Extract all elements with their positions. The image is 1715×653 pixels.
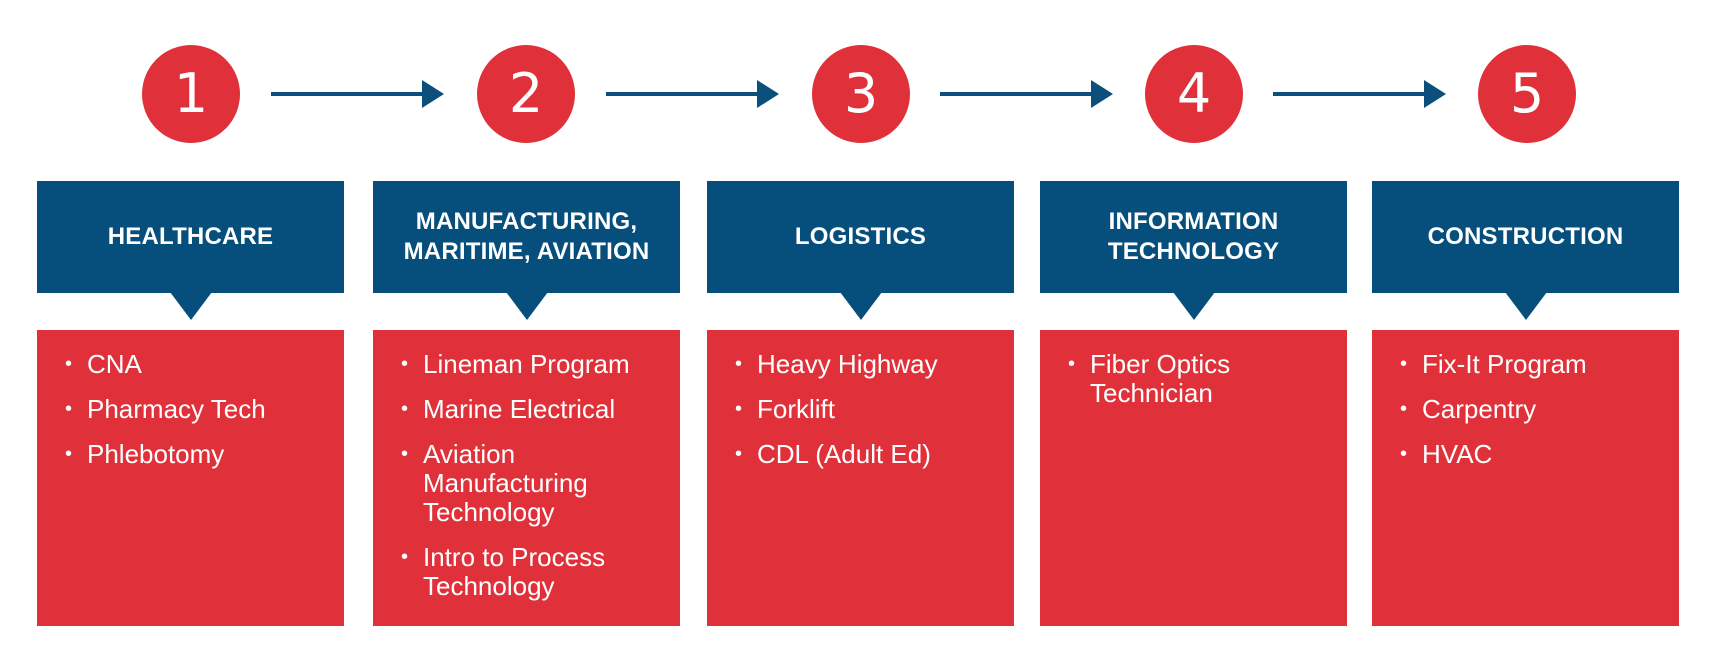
program-name: Phlebotomy	[87, 439, 225, 469]
program-name: Fix-It Program	[1422, 349, 1587, 379]
bullet-icon: •	[401, 398, 409, 420]
list-item: • CDL (Adult Ed)	[735, 440, 996, 469]
step-3-number: 3	[812, 45, 910, 143]
arrow-2-to-3	[606, 80, 779, 108]
bullet-icon: •	[1400, 398, 1408, 420]
step-1-title: HEALTHCARE	[37, 181, 344, 320]
list-item: • HVAC	[1400, 440, 1661, 469]
pointer-icon	[1172, 292, 1215, 320]
step-4-title-text: INFORMATION TECHNOLOGY	[1107, 208, 1280, 265]
bullet-icon: •	[65, 353, 73, 375]
step-2-number: 2	[477, 45, 575, 143]
arrow-1-to-2	[271, 80, 444, 108]
step-5-programs: • Fix-It Program • Carpentry • HVAC	[1372, 330, 1679, 626]
step-3-title-text: LOGISTICS	[794, 223, 927, 250]
program-name: Lineman Program	[423, 349, 630, 379]
list-item: • Aviation Manufacturing Technology	[401, 440, 662, 527]
bullet-icon: •	[65, 398, 73, 420]
step-2-title-text: MANUFACTURING, MARITIME, AVIATION	[403, 208, 650, 265]
step-5-title: CONSTRUCTION	[1372, 181, 1679, 320]
arrowhead-icon	[1091, 80, 1113, 108]
list-item: • Intro to Process Technology	[401, 543, 662, 601]
program-name: Aviation Manufacturing Technology	[423, 439, 588, 527]
step-4-number: 4	[1145, 45, 1243, 143]
list-item: • Marine Electrical	[401, 395, 662, 424]
program-name: Intro to Process Technology	[423, 542, 606, 601]
arrow-3-to-4	[940, 80, 1113, 108]
step-5-number: 5	[1478, 45, 1576, 143]
pointer-icon	[169, 292, 212, 320]
step-4-title: INFORMATION TECHNOLOGY	[1040, 181, 1347, 320]
program-name: Fiber Optics Technician	[1090, 349, 1231, 408]
program-list: • Lineman Program • Marine Electrical • Avi…	[401, 350, 662, 601]
list-item: • Lineman Program	[401, 350, 662, 379]
arrowhead-icon	[1424, 80, 1446, 108]
list-item: • Fiber Optics Technician	[1068, 350, 1329, 408]
bullet-icon: •	[65, 443, 73, 465]
bullet-icon: •	[735, 353, 743, 375]
list-item: • Phlebotomy	[65, 440, 326, 469]
list-item: • CNA	[65, 350, 326, 379]
step-1-programs: • CNA • Pharmacy Tech • Phlebotomy	[37, 330, 344, 626]
pointer-icon	[505, 292, 548, 320]
step-2-title: MANUFACTURING, MARITIME, AVIATION	[373, 181, 680, 320]
bullet-icon: •	[401, 546, 409, 568]
pointer-icon	[839, 292, 882, 320]
program-list: • Heavy Highway • Forklift • CDL (Adult Ed)	[735, 350, 996, 469]
program-name: CDL (Adult Ed)	[757, 439, 931, 469]
bullet-icon: •	[735, 398, 743, 420]
step-2-programs: • Lineman Program • Marine Electrical • Avi…	[373, 330, 680, 626]
program-list: • Fiber Optics Technician	[1068, 350, 1329, 408]
step-1-title-text: HEALTHCARE	[107, 223, 274, 250]
bullet-icon: •	[1400, 443, 1408, 465]
bullet-icon: •	[401, 353, 409, 375]
program-name: Pharmacy Tech	[87, 394, 266, 424]
list-item: • Fix-It Program	[1400, 350, 1661, 379]
step-3-programs: • Heavy Highway • Forklift • CDL (Adult Ed)	[707, 330, 1014, 626]
arrowhead-icon	[757, 80, 779, 108]
program-list: • CNA • Pharmacy Tech • Phlebotomy	[65, 350, 326, 469]
program-list: • Fix-It Program • Carpentry • HVAC	[1400, 350, 1661, 469]
step-3-title: LOGISTICS	[707, 181, 1014, 320]
pointer-icon	[1504, 292, 1547, 320]
program-name: Carpentry	[1422, 394, 1537, 424]
step-4-programs: • Fiber Optics Technician	[1040, 330, 1347, 626]
list-item: • Heavy Highway	[735, 350, 996, 379]
step-1-number: 1	[142, 45, 240, 143]
bullet-icon: •	[1068, 353, 1076, 375]
program-name: Heavy Highway	[757, 349, 938, 379]
bullet-icon: •	[1400, 353, 1408, 375]
list-item: • Pharmacy Tech	[65, 395, 326, 424]
bullet-icon: •	[401, 443, 409, 465]
list-item: • Carpentry	[1400, 395, 1661, 424]
list-item: • Forklift	[735, 395, 996, 424]
step-5-title-text: CONSTRUCTION	[1427, 223, 1624, 250]
bullet-icon: •	[735, 443, 743, 465]
program-name: Marine Electrical	[423, 394, 616, 424]
arrow-4-to-5	[1273, 80, 1446, 108]
program-name: HVAC	[1422, 439, 1493, 469]
arrowhead-icon	[422, 80, 444, 108]
program-name: Forklift	[757, 394, 835, 424]
program-name: CNA	[87, 349, 142, 379]
